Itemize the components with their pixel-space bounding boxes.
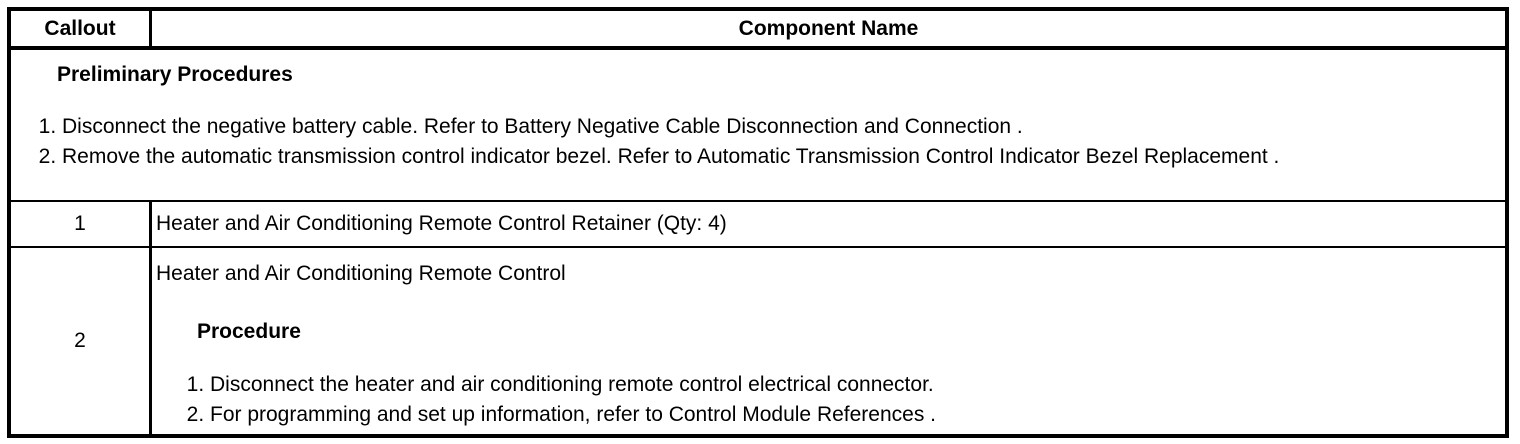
component-callout-table: Callout Component Name Preliminary Proce… [7,7,1509,438]
preliminary-steps-list: Disconnect the negative battery cable. R… [15,112,1505,172]
callout-number: 2 [11,248,152,434]
table-row: 1 Heater and Air Conditioning Remote Con… [11,202,1505,248]
callout-number: 1 [11,202,152,246]
preliminary-procedures-title: Preliminary Procedures [57,63,293,86]
component-name-cell: Heater and Air Conditioning Remote Contr… [156,212,727,235]
procedure-steps-list: Disconnect the heater and air conditioni… [156,370,1505,430]
procedure-title: Procedure [197,320,301,343]
preliminary-procedures-section: Preliminary Procedures Disconnect the ne… [11,50,1505,202]
component-name-cell: Heater and Air Conditioning Remote Contr… [152,248,1505,434]
procedure-step: Disconnect the heater and air conditioni… [210,370,1505,400]
table-row: 2 Heater and Air Conditioning Remote Con… [11,248,1505,434]
procedure-step: For programming and set up information, … [210,400,1505,430]
preliminary-step: Remove the automatic transmission contro… [62,142,1505,172]
table-header-row: Callout Component Name [11,11,1505,50]
component-name-text: Heater and Air Conditioning Remote Contr… [156,262,566,285]
preliminary-step: Disconnect the negative battery cable. R… [62,112,1505,142]
callout-column-header: Callout [11,11,152,46]
component-name-column-header: Component Name [738,16,919,40]
